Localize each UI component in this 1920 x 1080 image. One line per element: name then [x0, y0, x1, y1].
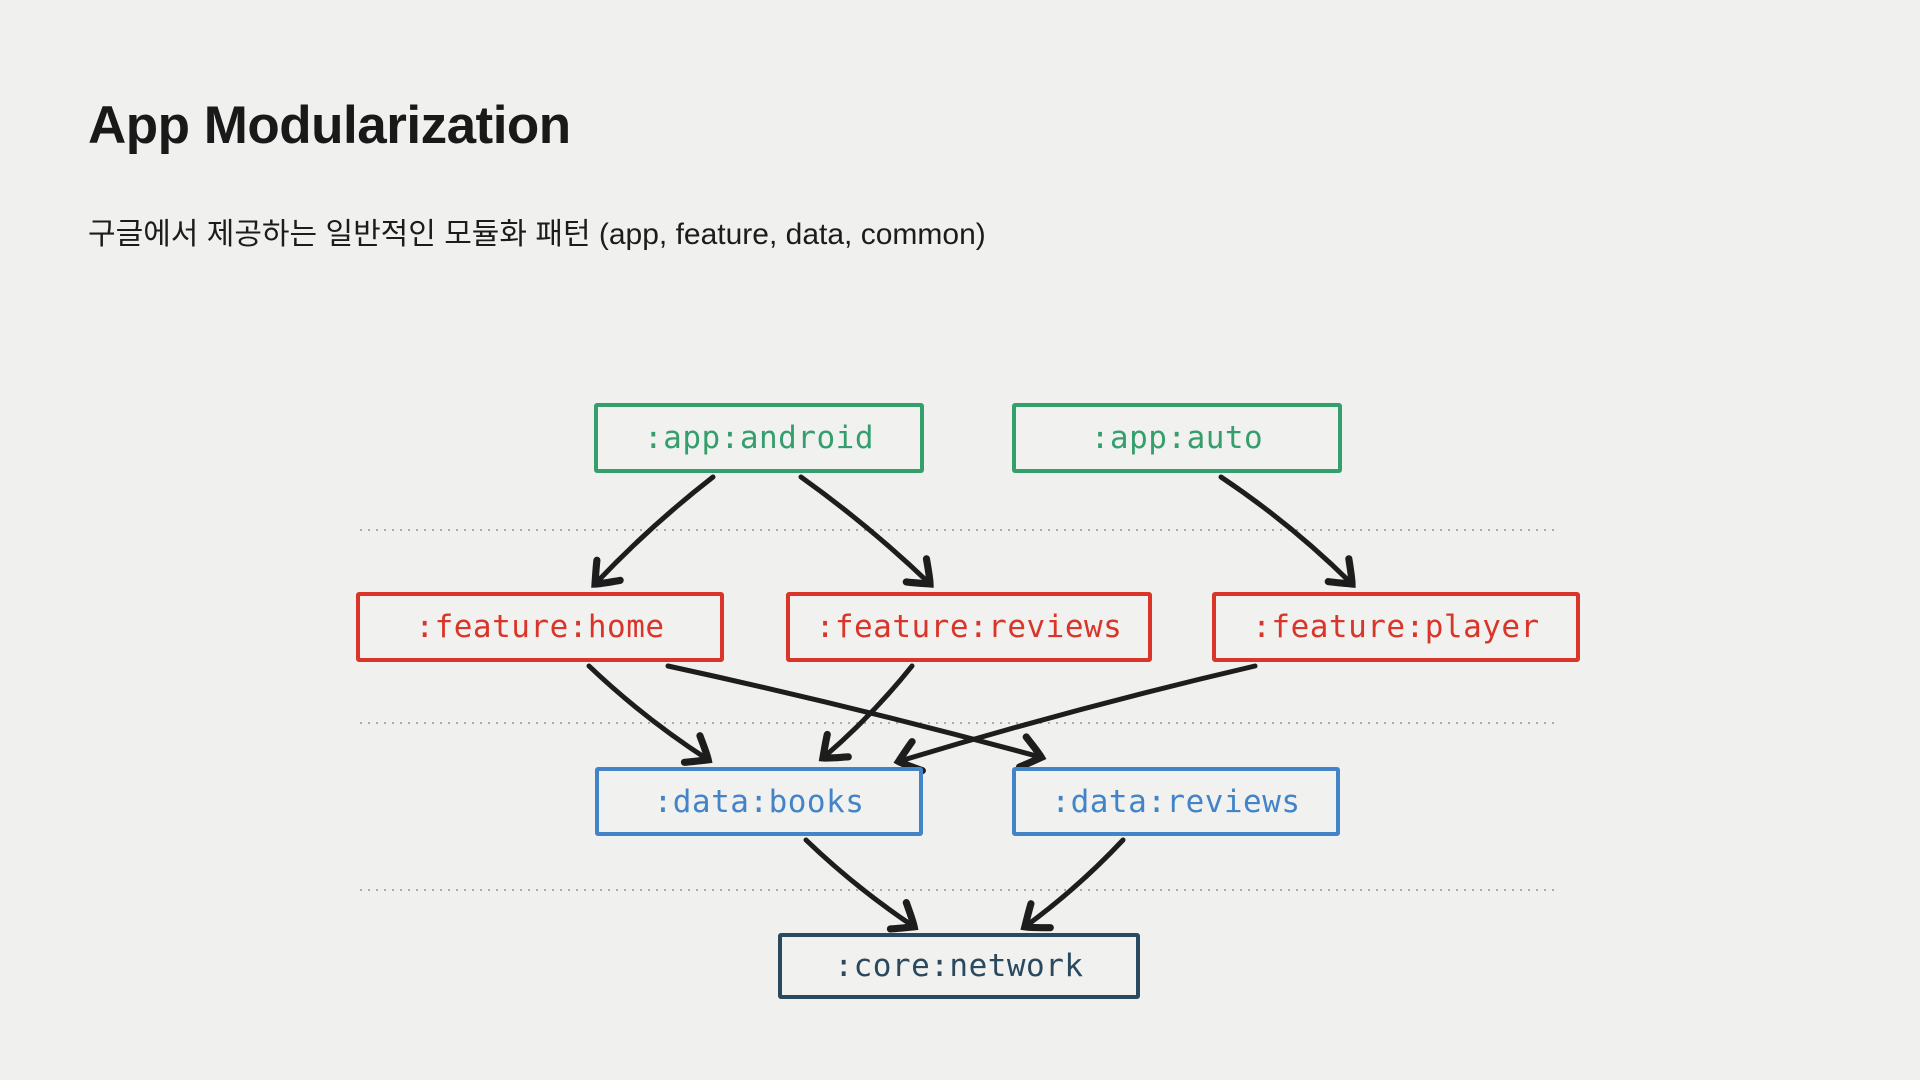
node-feature-home: :feature:home: [356, 592, 724, 662]
node-label: :data:books: [653, 783, 865, 820]
node-core-network: :core:network: [778, 933, 1140, 999]
edge-arrow-data-reviews-to-core-network: [1020, 837, 1126, 932]
page-subtitle: 구글에서 제공하는 일반적인 모듈화 패턴 (app, feature, dat…: [88, 218, 986, 251]
node-label: :feature:player: [1252, 609, 1540, 645]
node-label: :app:auto: [1090, 420, 1264, 456]
node-label: :data:reviews: [1051, 783, 1301, 820]
edge-arrow-feature-player-to-data-books: [893, 663, 1258, 775]
edge-arrow-app-android-to-feature-home: [591, 474, 716, 588]
node-feature-reviews: :feature:reviews: [786, 592, 1152, 662]
node-app-auto: :app:auto: [1012, 403, 1342, 473]
node-label: :core:network: [834, 948, 1084, 984]
node-data-books: :data:books: [595, 767, 923, 836]
edge-arrow-app-auto-to-feature-player: [1218, 474, 1356, 588]
edge-arrow-data-books-to-core-network: [803, 837, 919, 933]
node-feature-player: :feature:player: [1212, 592, 1580, 662]
page-title: App Modularization: [88, 96, 571, 155]
edge-arrow-feature-home-to-data-reviews: [665, 663, 1047, 771]
node-label: :app:android: [644, 420, 874, 456]
edge-arrow-app-android-to-feature-reviews: [798, 474, 934, 588]
node-data-reviews: :data:reviews: [1012, 767, 1340, 836]
edge-arrow-feature-reviews-to-data-books: [818, 663, 915, 762]
node-app-android: :app:android: [594, 403, 924, 473]
node-label: :feature:reviews: [815, 609, 1123, 645]
edge-arrow-feature-home-to-data-books: [586, 663, 713, 766]
node-label: :feature:home: [415, 609, 665, 645]
